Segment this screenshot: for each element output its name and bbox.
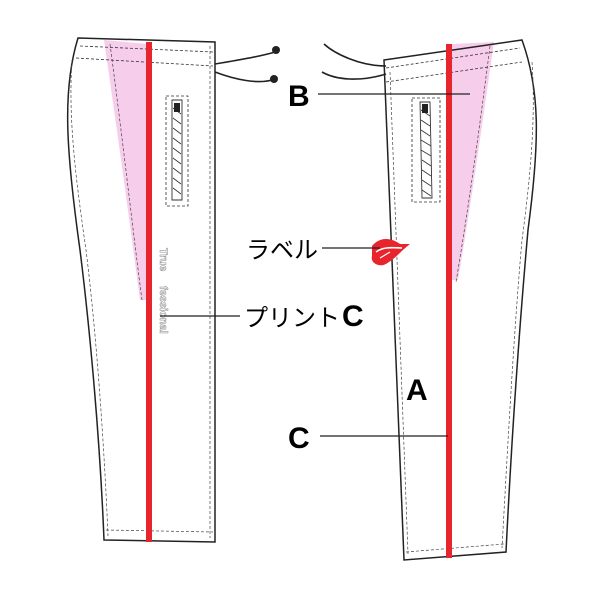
right-zipper-pocket bbox=[411, 97, 441, 203]
left-waistband-stitch-2 bbox=[75, 57, 214, 67]
print-text-line2: fessional bbox=[157, 286, 169, 334]
label-a: A bbox=[406, 374, 428, 407]
left-leg-outline bbox=[66, 37, 216, 543]
right-leg bbox=[371, 39, 538, 561]
left-drawstring-lower bbox=[214, 71, 273, 83]
brand-label-logo bbox=[371, 239, 410, 266]
label-label-jp: ラベル bbox=[246, 237, 318, 264]
left-panel-stitch bbox=[109, 43, 143, 301]
right-hem-stitch bbox=[405, 543, 505, 553]
right-pink-panel bbox=[452, 42, 494, 280]
left-zipper-pull bbox=[174, 103, 180, 112]
left-aglet-lower bbox=[270, 75, 278, 83]
right-waistband-stitch-2 bbox=[385, 61, 523, 83]
left-drawstring-upper bbox=[214, 51, 276, 65]
left-outer-stitch bbox=[70, 59, 109, 537]
print-text-line1: True bbox=[157, 248, 169, 271]
label-c: C bbox=[288, 422, 310, 455]
left-print: True fessional bbox=[157, 248, 170, 334]
left-red-stripe bbox=[146, 42, 152, 542]
right-waistband-stitch bbox=[385, 47, 521, 69]
label-b: B bbox=[288, 80, 310, 113]
right-drawstring-lower bbox=[321, 71, 387, 80]
left-zipper-pocket bbox=[165, 95, 189, 207]
right-panel-stitch bbox=[455, 45, 491, 283]
right-inner-stitch bbox=[389, 71, 409, 555]
callout-lines bbox=[160, 93, 470, 437]
left-aglet-upper bbox=[272, 46, 280, 54]
drawstrings bbox=[214, 43, 387, 83]
left-leg: True fessional bbox=[66, 37, 216, 543]
right-leg-outline bbox=[383, 39, 538, 561]
label-print-prefix: プリント bbox=[244, 305, 340, 332]
right-drawstring-upper bbox=[323, 43, 387, 67]
label-print-jp: プリントC bbox=[244, 300, 364, 333]
right-red-stripe bbox=[446, 44, 452, 558]
left-hem-stitch bbox=[105, 529, 214, 533]
right-outer-stitch bbox=[501, 61, 534, 549]
label-print-suffix: C bbox=[342, 300, 364, 333]
right-zipper-pull bbox=[422, 104, 428, 113]
